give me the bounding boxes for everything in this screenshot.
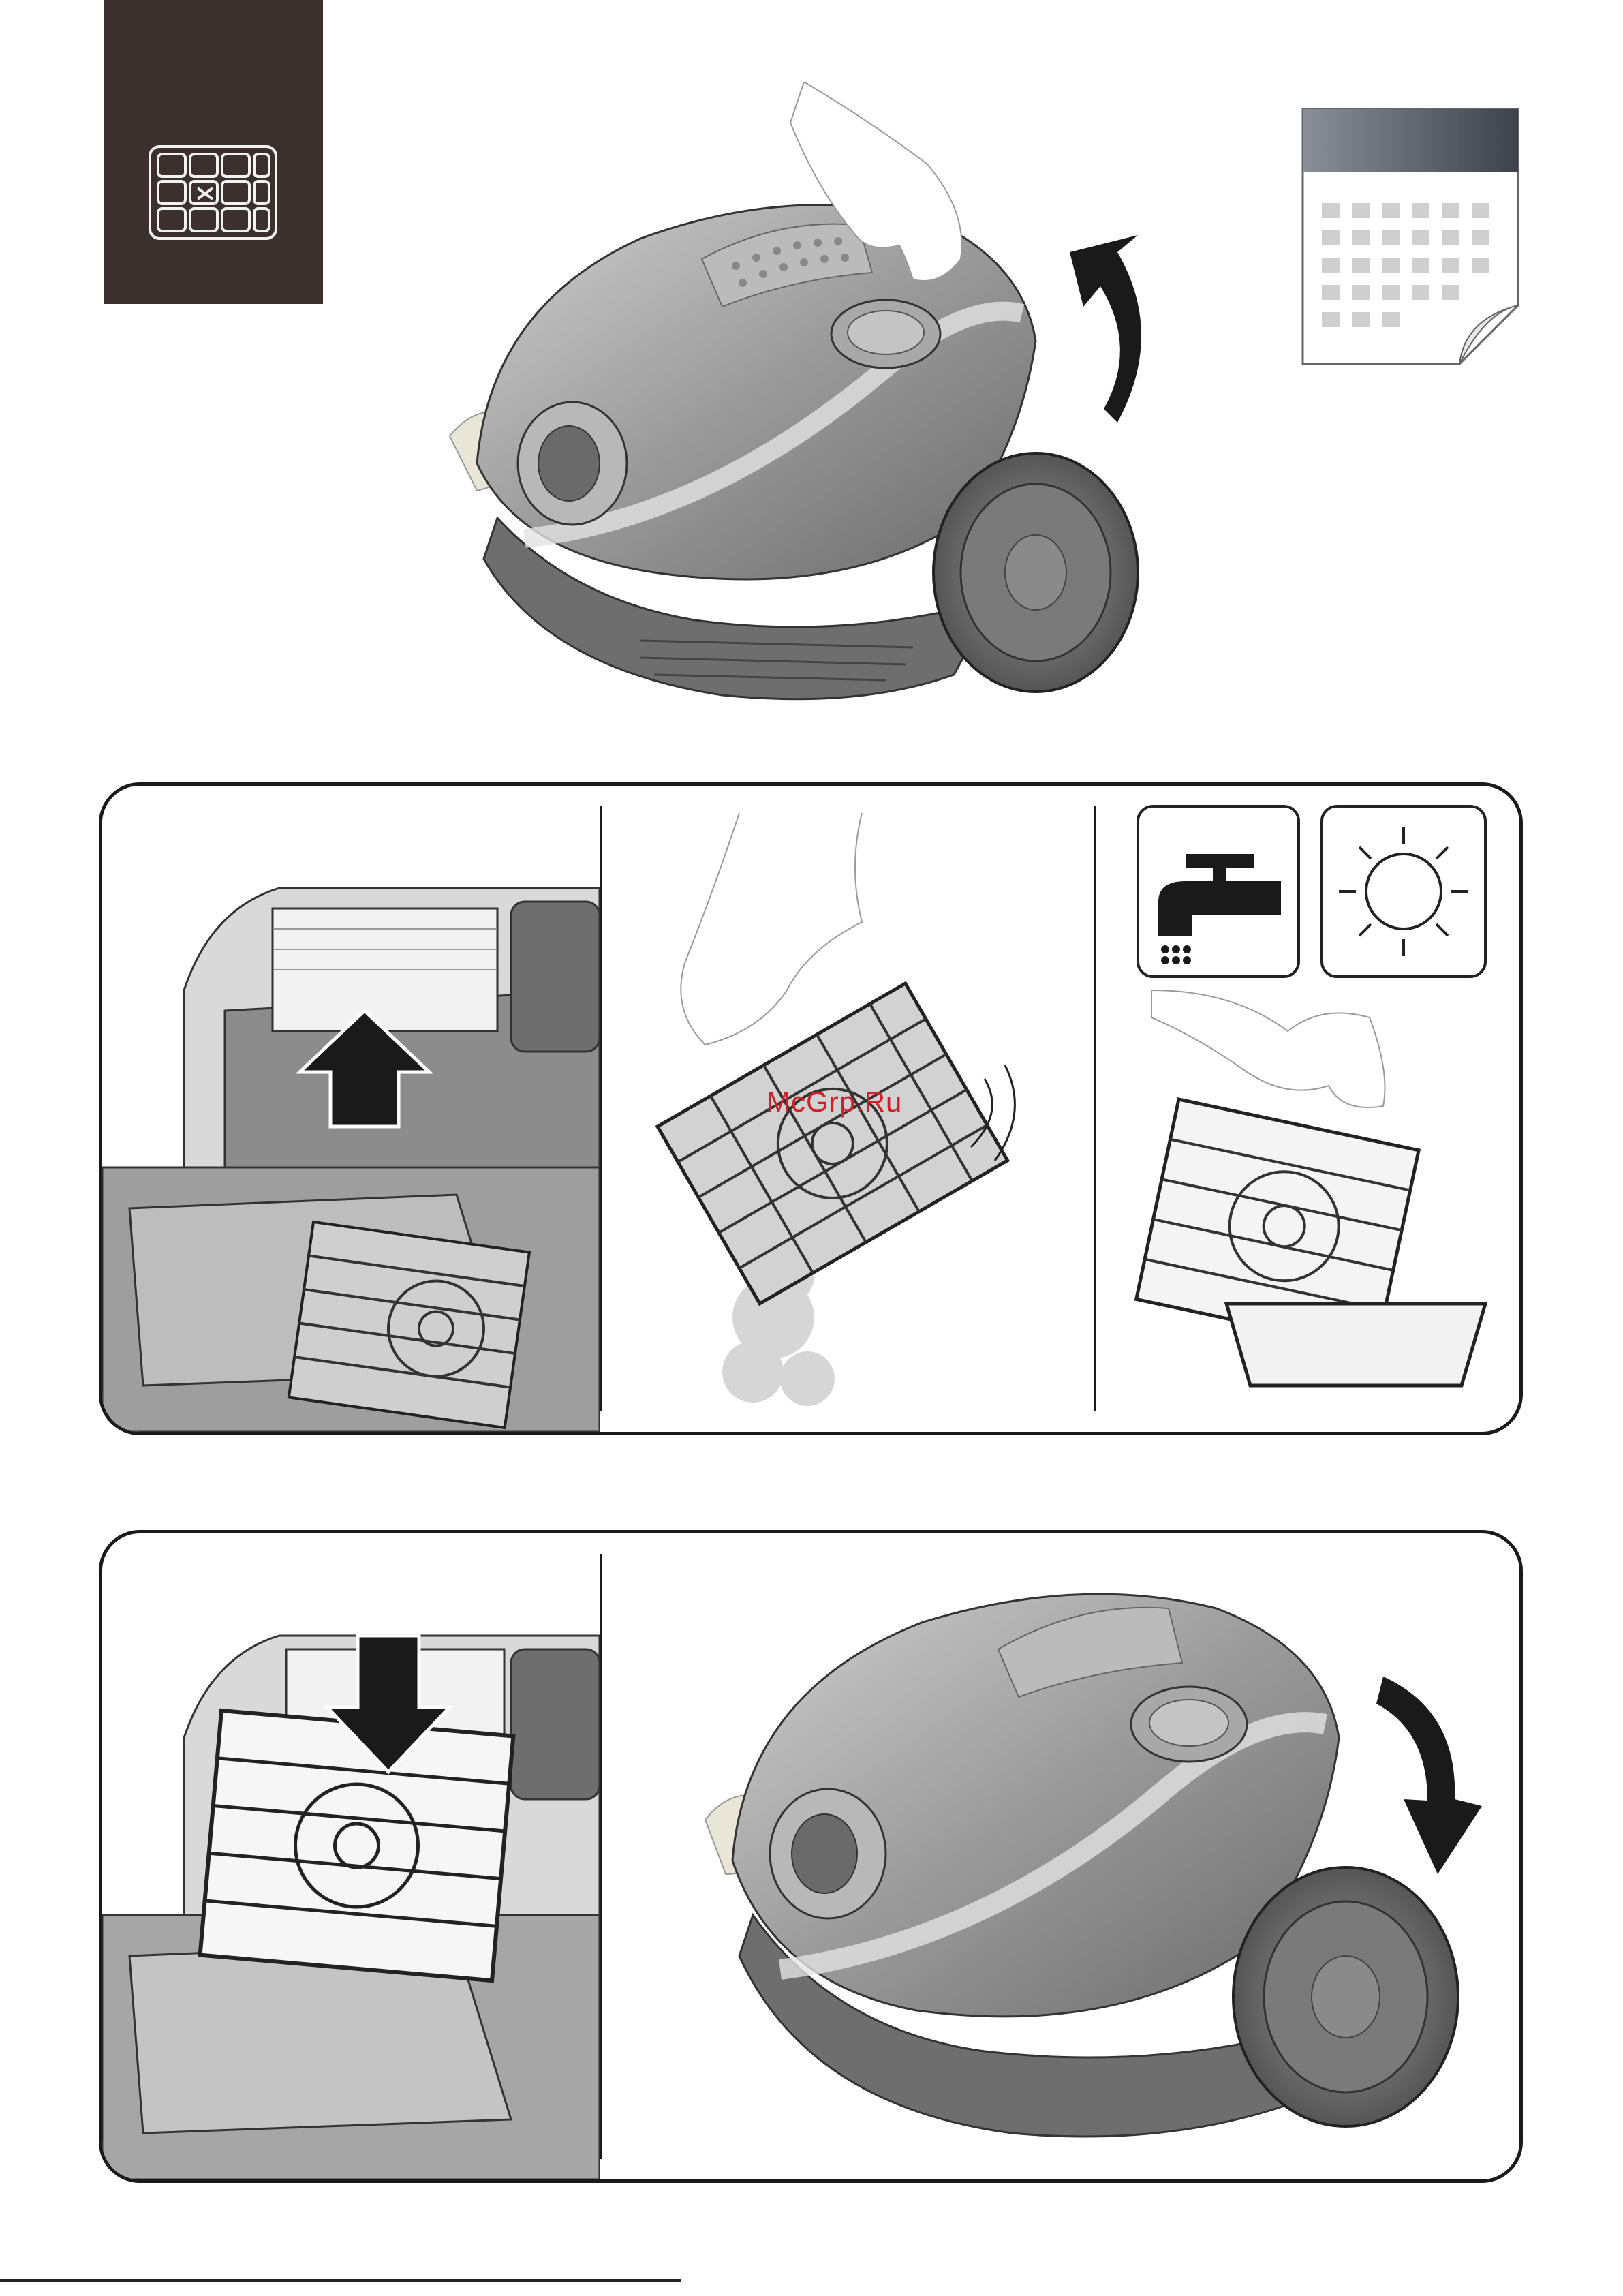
watermark: McGrp.Ru [767,1086,902,1118]
insert-filter-illustration [102,1533,600,2179]
step2-divider-1 [600,806,602,1411]
close-lid-illustration [603,1533,1519,2179]
tap-filter-illustration: McGrp.Ru [603,786,1080,1432]
vacuum-open-lid-illustration [436,82,1199,756]
step1-illustration [436,82,1199,756]
calendar-icon [1301,108,1519,367]
step3-divider [600,1554,602,2159]
filter-icon [104,0,323,304]
filter-badge [104,0,323,304]
step2-divider-2 [1094,806,1096,1411]
tap-water-icon [1138,806,1299,977]
footer-rule [0,2279,681,2282]
calendar [1301,108,1519,367]
sun-dry-icon [1322,806,1485,977]
remove-filter-illustration [102,786,600,1432]
step3-panel [99,1530,1523,2183]
step2-panel: McGrp.Ru [99,782,1523,1435]
wash-dry-illustration [1097,786,1519,1432]
